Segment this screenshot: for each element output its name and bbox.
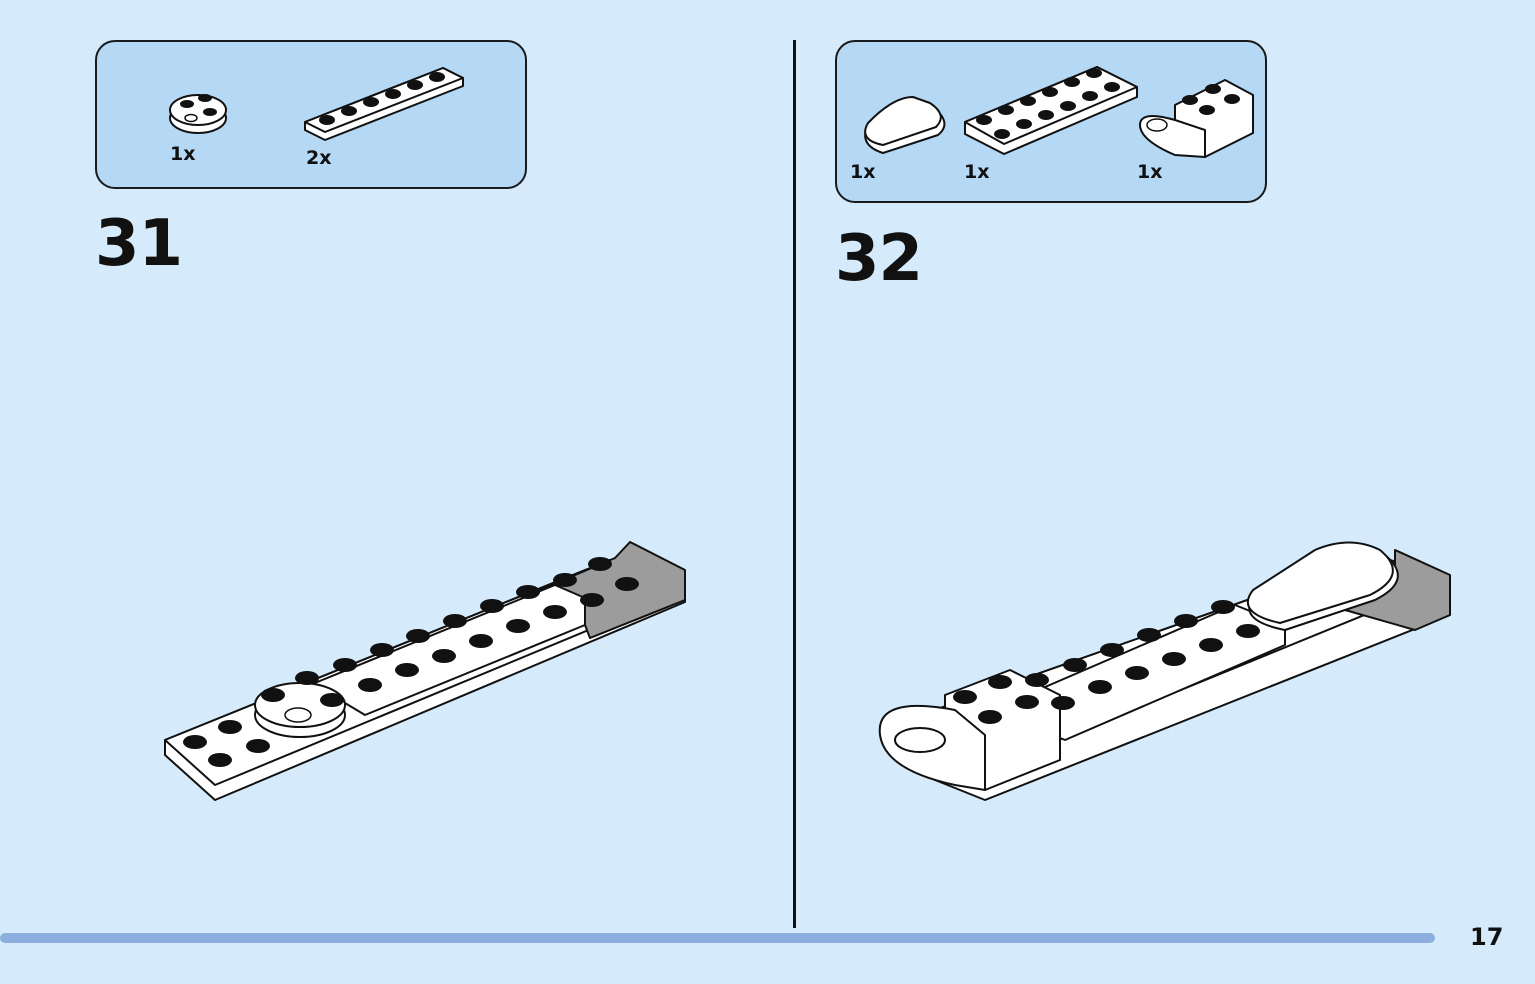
part-qty-step32-1: 1x (850, 161, 876, 183)
plate-2x6-icon (964, 66, 1138, 155)
plate-with-clip-icon (1139, 79, 1254, 158)
step-32-assembly (878, 541, 1451, 801)
page-divider (793, 40, 796, 928)
step-number-31: 31 (95, 207, 183, 281)
progress-bar (0, 933, 1435, 943)
part-qty-step31-1: 1x (170, 143, 196, 165)
page-number: 17 (1470, 923, 1504, 951)
round-plate-2x2-icon (169, 94, 227, 134)
part-qty-step32-3: 1x (1137, 161, 1163, 183)
parts-box-step-31 (95, 40, 527, 189)
step-number-32: 32 (835, 222, 923, 296)
part-qty-step32-2: 1x (964, 161, 990, 183)
part-qty-step31-2: 2x (306, 147, 332, 169)
plate-1x8-icon (304, 67, 464, 141)
round-tile-2x4-icon (864, 96, 946, 154)
step-31-assembly (164, 541, 686, 801)
